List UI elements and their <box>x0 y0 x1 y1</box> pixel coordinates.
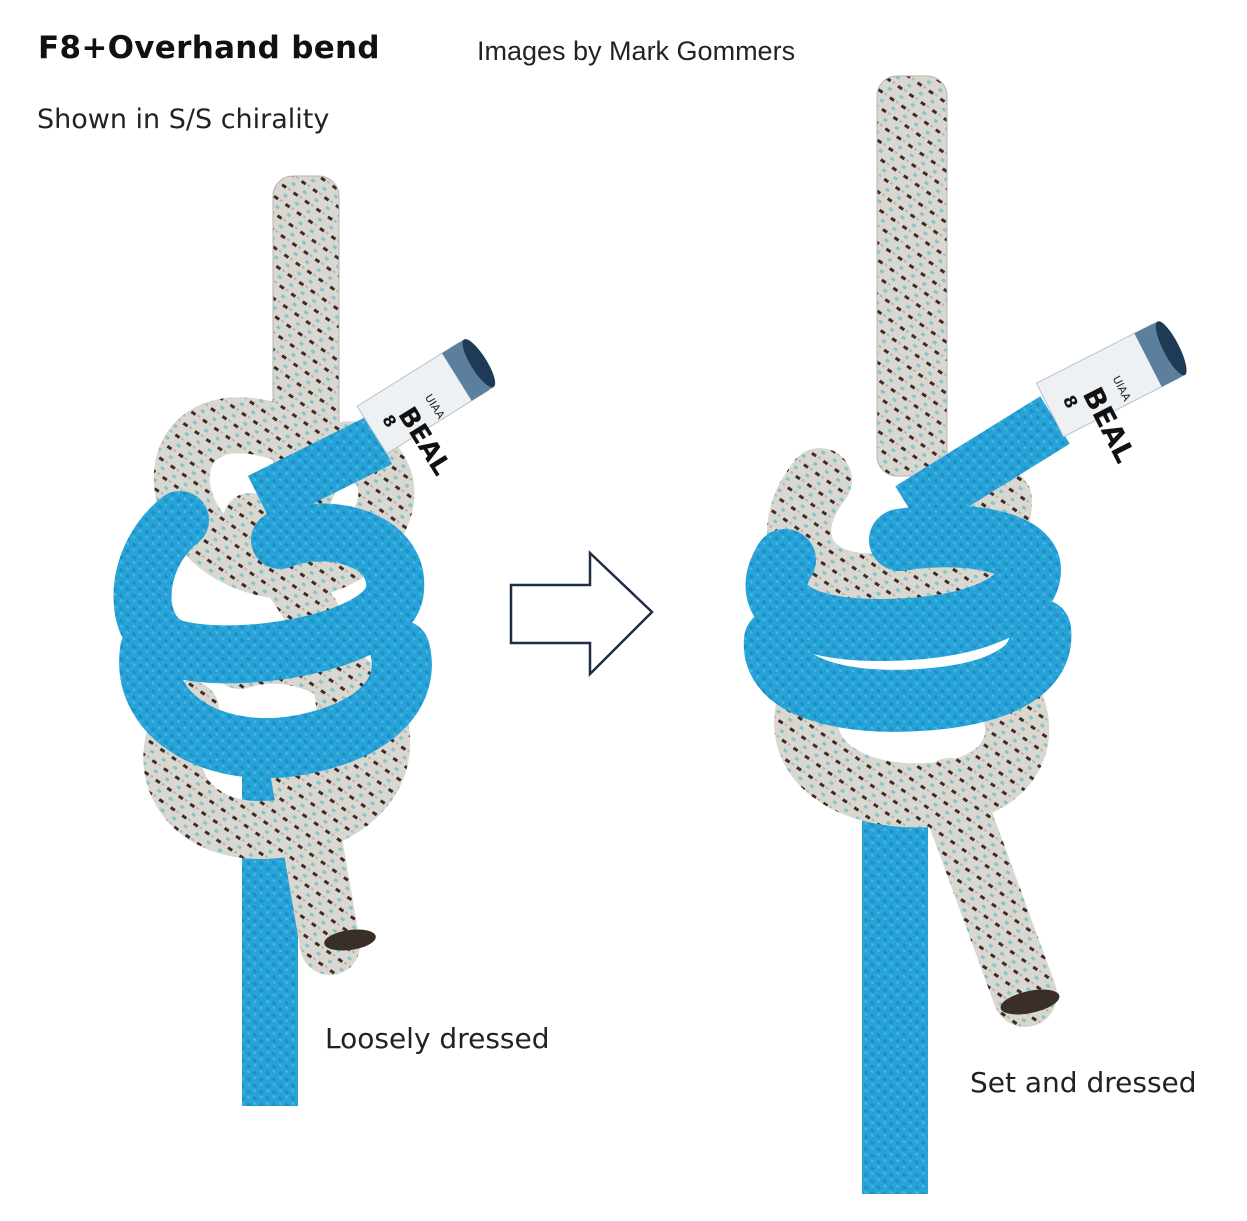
rope-end-tag: BEAL 8 UIAA <box>1035 321 1187 468</box>
caption-loosely-dressed: Loosely dressed <box>325 1022 550 1055</box>
outline-arrow-right-icon <box>509 550 654 678</box>
set-knot-photo: BEAL 8 UIAA <box>743 75 1187 1194</box>
chirality-note: Shown in S/S chirality <box>37 104 330 135</box>
white-standing-part <box>876 75 948 477</box>
diagram-title: F8+Overhand bend <box>38 30 380 66</box>
white-tail <box>918 758 1057 1027</box>
loose-knot-photo: BEAL 8 UIAA <box>113 175 496 1106</box>
blue-standing-part <box>862 780 928 1194</box>
caption-set-and-dressed: Set and dressed <box>970 1066 1197 1099</box>
image-credit: Images by Mark Gommers <box>477 36 796 66</box>
